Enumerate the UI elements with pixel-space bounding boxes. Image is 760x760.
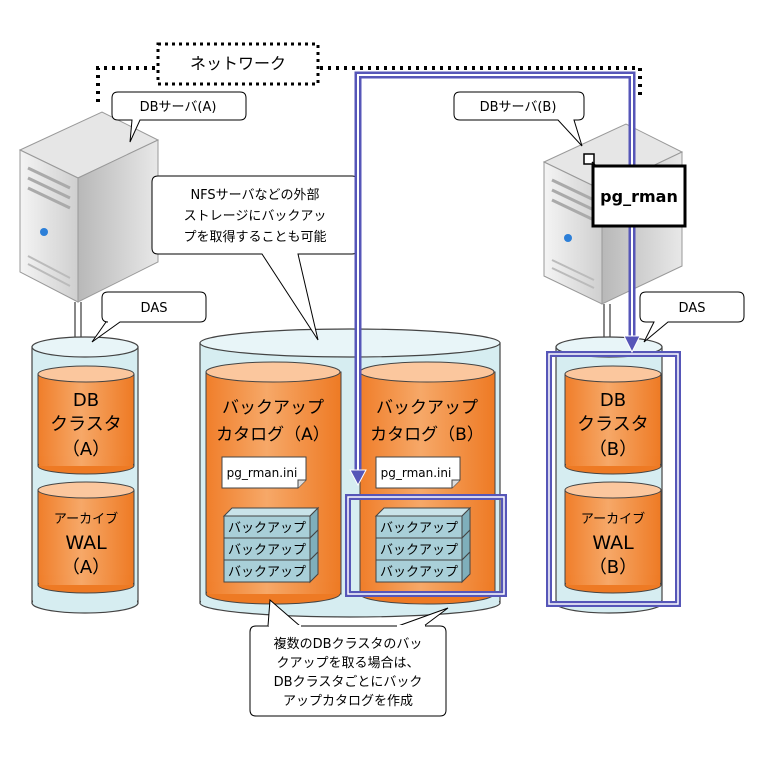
catalog-b-backup-1-label: バックアップ: [380, 521, 458, 536]
archive-wal-b-line3: （B）: [589, 557, 637, 578]
db-cluster-a: DB クラスタ （A）: [37, 365, 135, 475]
catalog-b-ini-label: pg_rman.ini: [381, 466, 452, 480]
das-b-callout: DAS: [639, 291, 745, 343]
backup-flow-arrow: [349, 71, 641, 487]
catalog-b-backup-stack: バックアップ バックアップ バックアップ: [374, 506, 472, 584]
nfs-note-line3: プを取得することも可能: [183, 229, 326, 245]
catalog-a-backup-2-label: バックアップ: [228, 543, 306, 558]
archive-wal-a-line2: WAL: [65, 532, 107, 554]
bottom-note-callout: 複数のDBクラスタのバッ クアップを取る場合は、 DBクラスタごとにバック アッ…: [249, 598, 449, 717]
bottom-note-line1: 複数のDBクラスタのバッ: [274, 636, 423, 652]
server-a-label: DBサーバ(A): [140, 100, 217, 115]
bottom-note-line4: アップカタログを作成: [283, 694, 413, 709]
archive-wal-b-line1: アーカイブ: [581, 511, 645, 527]
pg-rman-box: pg_rman: [583, 153, 687, 228]
das-a-label: DAS: [141, 301, 168, 316]
bottom-note-line2: クアップを取る場合は、: [276, 656, 419, 671]
archive-wal-a-line3: （A）: [62, 557, 110, 578]
db-cluster-a-line1: DB: [73, 390, 99, 411]
pg-rman-label: pg_rman: [600, 187, 678, 206]
catalog-a-title-line1: バックアップ: [222, 398, 324, 418]
catalog-a-backup-1-label: バックアップ: [228, 521, 306, 536]
bottom-note-line3: DBクラスタごとにバック: [274, 674, 423, 690]
catalog-b-backup-1: バックアップ: [374, 506, 472, 540]
server-b-callout: DBサーバ(B): [453, 91, 585, 147]
catalog-b-ini-file: pg_rman.ini: [375, 456, 461, 489]
das-b-highlight-frame: [546, 351, 681, 607]
catalog-b-backup-3-label: バックアップ: [380, 565, 458, 580]
nfs-note-line2: ストレージにバックアッ: [184, 209, 327, 224]
das-a-callout: DAS: [91, 291, 207, 343]
catalog-b-title-line2: カタログ（B）: [370, 425, 484, 445]
network-label-box: ネットワーク: [156, 42, 320, 86]
db-cluster-b-line2: クラスタ: [577, 414, 649, 435]
db-cluster-a-line3: （A）: [62, 439, 110, 460]
catalog-b-backup-2-label: バックアップ: [380, 543, 458, 558]
catalog-b-title-line1: バックアップ: [376, 398, 478, 418]
catalog-a-backup-stack: バックアップ バックアップ バックアップ: [222, 506, 320, 584]
catalog-a-backup-2: バックアップ: [223, 528, 319, 562]
db-cluster-b-line3: （B）: [589, 439, 637, 460]
server-a-icon: [18, 111, 160, 303]
catalog-a-title-line2: カタログ（A）: [216, 425, 330, 445]
network-line: [96, 66, 642, 102]
catalog-b-backup-3: バックアップ: [375, 550, 471, 584]
nfs-note-line1: NFSサーバなどの外部: [190, 188, 319, 203]
das-b-label: DAS: [679, 301, 706, 316]
catalog-b-backup-2: バックアップ: [375, 528, 471, 562]
catalog-a-backup-3: バックアップ: [223, 550, 319, 584]
archive-wal-a-line1: アーカイブ: [54, 511, 118, 527]
db-cluster-a-line2: クラスタ: [50, 414, 122, 435]
catalog-b-highlight-frame: [345, 494, 507, 597]
archive-wal-b: アーカイブ WAL （B）: [564, 481, 662, 594]
db-cluster-b: DB クラスタ （B）: [564, 365, 662, 475]
catalog-a-ini-label: pg_rman.ini: [227, 466, 298, 480]
catalog-a-backup-3-label: バックアップ: [228, 565, 306, 580]
archive-wal-a: アーカイブ WAL （A）: [37, 481, 135, 594]
server-a-callout: DBサーバ(A): [111, 91, 247, 143]
nfs-note-callout: NFSサーバなどの外部 ストレージにバックアッ プを取得することも可能: [151, 175, 359, 341]
archive-wal-b-line2: WAL: [592, 532, 634, 554]
db-cluster-b-line1: DB: [600, 390, 626, 411]
server-b-label: DBサーバ(B): [480, 100, 557, 115]
network-label: ネットワーク: [190, 54, 286, 73]
catalog-a-ini-file: pg_rman.ini: [221, 456, 307, 489]
catalog-a-backup-1: バックアップ: [222, 506, 320, 540]
